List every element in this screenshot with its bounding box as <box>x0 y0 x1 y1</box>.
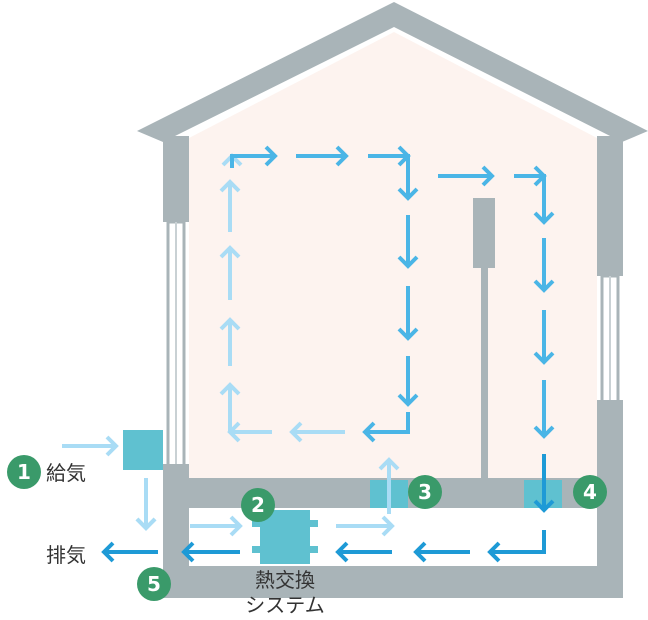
supply-air-label: 給気 <box>46 461 86 485</box>
arrow-up-icon <box>219 179 241 232</box>
arrow-left-icon <box>362 412 410 443</box>
svg-text:3: 3 <box>418 480 432 504</box>
svg-text:5: 5 <box>147 572 161 596</box>
arrow-right-icon <box>62 435 119 457</box>
arrow-right-icon <box>438 165 495 187</box>
system-label-line2: システム <box>245 593 324 617</box>
marker-1: 1 <box>7 455 41 489</box>
arrow-down-icon <box>514 174 555 225</box>
arrow-up-icon <box>219 317 241 366</box>
arrow-down-icon <box>533 454 555 513</box>
arrow-down-icon <box>397 215 419 269</box>
arrow-right-icon <box>190 515 243 537</box>
arrow-down-icon <box>533 310 555 365</box>
arrow-down-icon <box>368 154 419 201</box>
right-wall-upper <box>597 136 623 276</box>
arrow-right-icon <box>336 515 395 537</box>
arrow-left-icon <box>335 541 392 563</box>
arrow-left-icon <box>181 541 240 563</box>
marker-4: 4 <box>573 475 607 509</box>
left-wall-upper <box>163 136 189 222</box>
system-label-line1: 熱交換 <box>255 568 315 592</box>
partition-top <box>473 198 495 268</box>
arrow-left-icon <box>101 541 158 563</box>
arrow-up-icon <box>219 382 241 432</box>
house-interior <box>189 32 597 478</box>
marker-3: 3 <box>408 475 442 509</box>
arrow-down-icon <box>135 478 157 531</box>
foundation <box>163 566 623 598</box>
arrow-left-icon <box>413 541 470 563</box>
arrow-down-icon <box>533 238 555 293</box>
svg-text:1: 1 <box>17 460 31 484</box>
arrow-up-icon <box>219 245 241 300</box>
heat-exchanger-unit <box>252 510 318 564</box>
svg-text:2: 2 <box>251 493 265 517</box>
arrow-right-icon <box>230 145 278 168</box>
arrow-left-icon <box>289 421 345 443</box>
arrow-up-icon <box>378 457 400 514</box>
arrow-right-icon <box>296 145 349 167</box>
house <box>137 2 648 598</box>
partition-post <box>481 268 488 478</box>
roof <box>137 2 648 142</box>
exhaust-air-label: 排気 <box>46 543 86 567</box>
arrow-left-icon <box>487 530 546 563</box>
marker-5: 5 <box>137 567 171 601</box>
svg-text:4: 4 <box>583 480 597 504</box>
marker-2: 2 <box>241 488 275 522</box>
arrow-down-icon <box>533 380 555 439</box>
arrow-down-icon <box>397 286 419 341</box>
supply-inlet-unit <box>123 430 163 470</box>
airflow-arrows <box>62 145 555 563</box>
arrow-down-icon <box>397 356 419 407</box>
